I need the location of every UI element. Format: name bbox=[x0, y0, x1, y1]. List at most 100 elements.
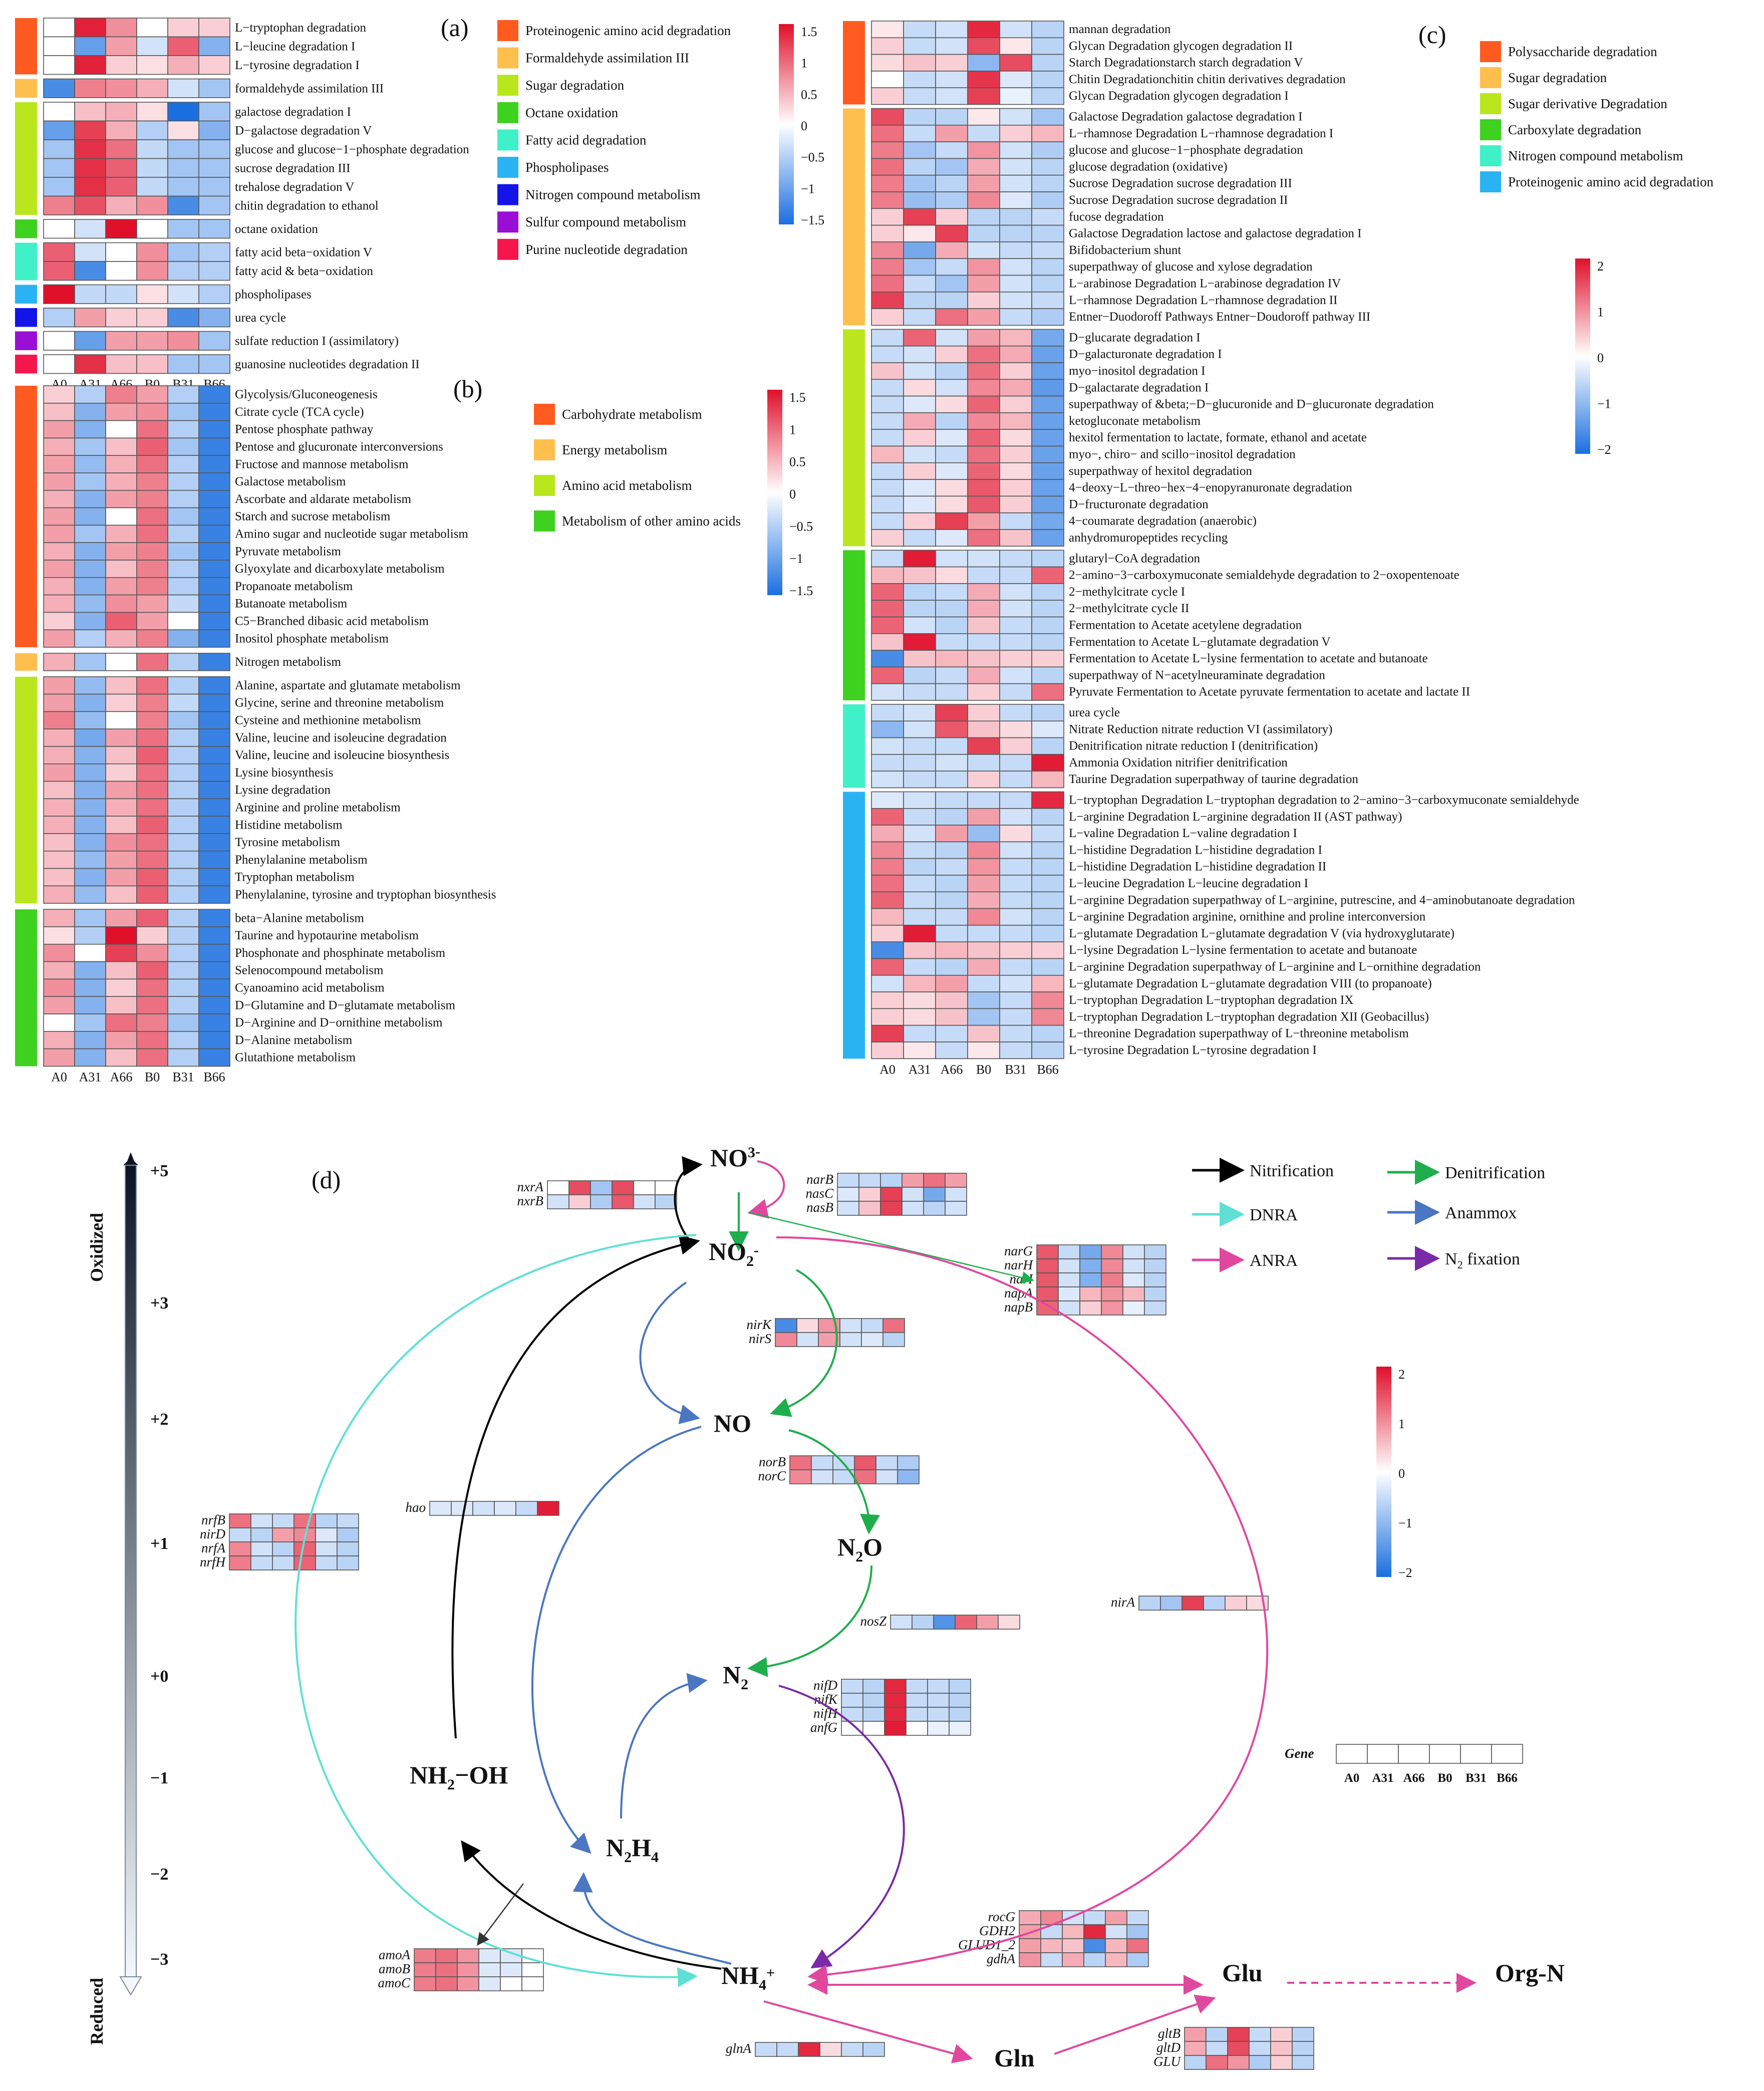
gene-label: narG bbox=[1004, 1243, 1033, 1258]
panel-b-cell bbox=[43, 780, 75, 800]
panel-c-col-label: B66 bbox=[1037, 1062, 1058, 1077]
panel-b-cell bbox=[105, 560, 137, 578]
panel-c-cell bbox=[999, 683, 1032, 701]
panel-c-group-bar bbox=[843, 792, 865, 1059]
panel-c-legend-swatch bbox=[1480, 41, 1501, 62]
panel-c-cell bbox=[967, 141, 1000, 159]
compound-n2: N2 bbox=[723, 1661, 748, 1693]
panel-a-cell bbox=[105, 308, 137, 328]
panel-c-cell bbox=[999, 21, 1032, 39]
panel-c-cell bbox=[999, 258, 1032, 276]
panel-b-cell bbox=[74, 420, 106, 439]
pathway-legend-label: Denitrification bbox=[1445, 1164, 1545, 1182]
panel-a-cell bbox=[43, 354, 75, 374]
panel-a-scale-bar bbox=[779, 24, 794, 224]
panel-b-row-label: Propanoate metabolism bbox=[235, 580, 353, 593]
gene-label: amoA bbox=[379, 1947, 410, 1962]
panel-b-row-label: Glycolysis/Gluconeogenesis bbox=[235, 388, 378, 401]
panel-b-cell bbox=[167, 612, 199, 631]
gene-label: amoC bbox=[378, 1975, 410, 1990]
panel-b-cell bbox=[198, 763, 230, 782]
panel-b-row-label: Starch and sucrose metabolism bbox=[235, 510, 391, 524]
gene-label: narH bbox=[1004, 1257, 1034, 1272]
panel-a-cell bbox=[136, 18, 168, 38]
panel-b-cell bbox=[198, 653, 230, 671]
gene-cell bbox=[880, 1173, 903, 1188]
gene-cell bbox=[272, 1513, 295, 1528]
panel-c-cell bbox=[999, 462, 1032, 480]
panel-a-row-label: phospholipases bbox=[235, 288, 312, 302]
panel-a-cell bbox=[198, 78, 230, 98]
panel-b-cell bbox=[74, 525, 106, 544]
panel-a-cell bbox=[74, 284, 106, 304]
panel-c-cell bbox=[1031, 1008, 1064, 1026]
compounds: NO3- NO2- NO N2O N2 NH2−OH N2H4 NH4+ Glu… bbox=[410, 1143, 1565, 2072]
panel-c-cell bbox=[1031, 512, 1064, 530]
panel-c-cell bbox=[935, 275, 968, 293]
panel-b-cell bbox=[136, 851, 168, 869]
panel-c-cell bbox=[999, 379, 1032, 397]
panel-b-cell bbox=[198, 577, 230, 596]
panel-c-cell bbox=[871, 704, 904, 722]
panel-c-cell bbox=[903, 891, 936, 909]
panel-b-cell bbox=[136, 1031, 168, 1050]
gene-cell bbox=[837, 1187, 859, 1202]
gene-label: nirD bbox=[200, 1526, 226, 1541]
gene-key-title: Gene bbox=[1285, 1746, 1314, 1761]
arrow-nitrification-no2-no3 bbox=[674, 1156, 703, 1243]
panel-a-cell bbox=[198, 308, 230, 328]
panel-a-cell bbox=[167, 158, 199, 178]
panel-c-cell bbox=[1031, 616, 1064, 634]
panel-c-cell bbox=[999, 566, 1032, 584]
panel-b-cell bbox=[136, 746, 168, 764]
panel-c-cell bbox=[967, 395, 1000, 413]
panel-b-cell bbox=[167, 1013, 199, 1032]
panel-b-cell bbox=[105, 728, 137, 747]
panel-a-scale-tick: −1.5 bbox=[801, 213, 824, 227]
panel-a-row-label: galactose degradation I bbox=[235, 105, 351, 119]
panel-c-cell bbox=[871, 841, 904, 859]
panel-a-row-label: trehalose degradation V bbox=[235, 180, 354, 194]
gene-cell bbox=[1184, 2027, 1207, 2042]
panel-b-cell bbox=[43, 420, 75, 439]
gene-cell bbox=[1227, 2041, 1250, 2056]
gene-cell bbox=[1062, 1924, 1084, 1939]
gene-cell bbox=[1126, 1952, 1149, 1967]
panel-c-letter: (c) bbox=[1418, 21, 1446, 49]
panel-b-cell bbox=[43, 542, 75, 561]
panel-c-cell bbox=[871, 462, 904, 480]
panel-b-cell bbox=[105, 525, 137, 544]
panel-c-cell bbox=[1031, 958, 1064, 976]
panel-b-row-label: Phenylalanine metabolism bbox=[235, 853, 368, 867]
panel-c-cell bbox=[967, 291, 1000, 309]
panel-d-scale-tick: 0 bbox=[1398, 1466, 1405, 1481]
gene-cell bbox=[1036, 1300, 1059, 1316]
panel-a-cell bbox=[198, 139, 230, 159]
gene-cell bbox=[451, 1501, 473, 1516]
panel-b-cell bbox=[105, 542, 137, 561]
panel-b-row-label: Butanoate metabolism bbox=[235, 597, 348, 611]
panel-b-cell bbox=[105, 851, 137, 869]
pathway-arrows bbox=[295, 1156, 1477, 2063]
gene-cell bbox=[902, 1187, 924, 1202]
panel-b-row-label: Galactose metabolism bbox=[235, 475, 346, 488]
panel-a-cell bbox=[43, 195, 75, 215]
gene-cell bbox=[1138, 1596, 1161, 1611]
panel-b-cell bbox=[105, 577, 137, 596]
panel-c-cell bbox=[903, 583, 936, 601]
gene-label: nifD bbox=[813, 1678, 838, 1693]
panel-a-cell bbox=[167, 195, 199, 215]
axis-tick-label: +1 bbox=[150, 1534, 168, 1553]
panel-b-legend-swatch bbox=[534, 404, 555, 425]
panel-c-group-bar bbox=[843, 550, 865, 700]
gene-cell bbox=[568, 1180, 591, 1195]
gene-cell bbox=[1079, 1244, 1102, 1259]
panel-c-cell bbox=[871, 958, 904, 976]
panel-a-cell bbox=[105, 219, 137, 239]
panel-a-group-bar bbox=[15, 219, 37, 238]
panel-b-cell bbox=[43, 763, 75, 782]
panel-a-cell bbox=[136, 261, 168, 281]
gene-cell bbox=[927, 1707, 950, 1722]
panel-b-cell bbox=[43, 577, 75, 596]
